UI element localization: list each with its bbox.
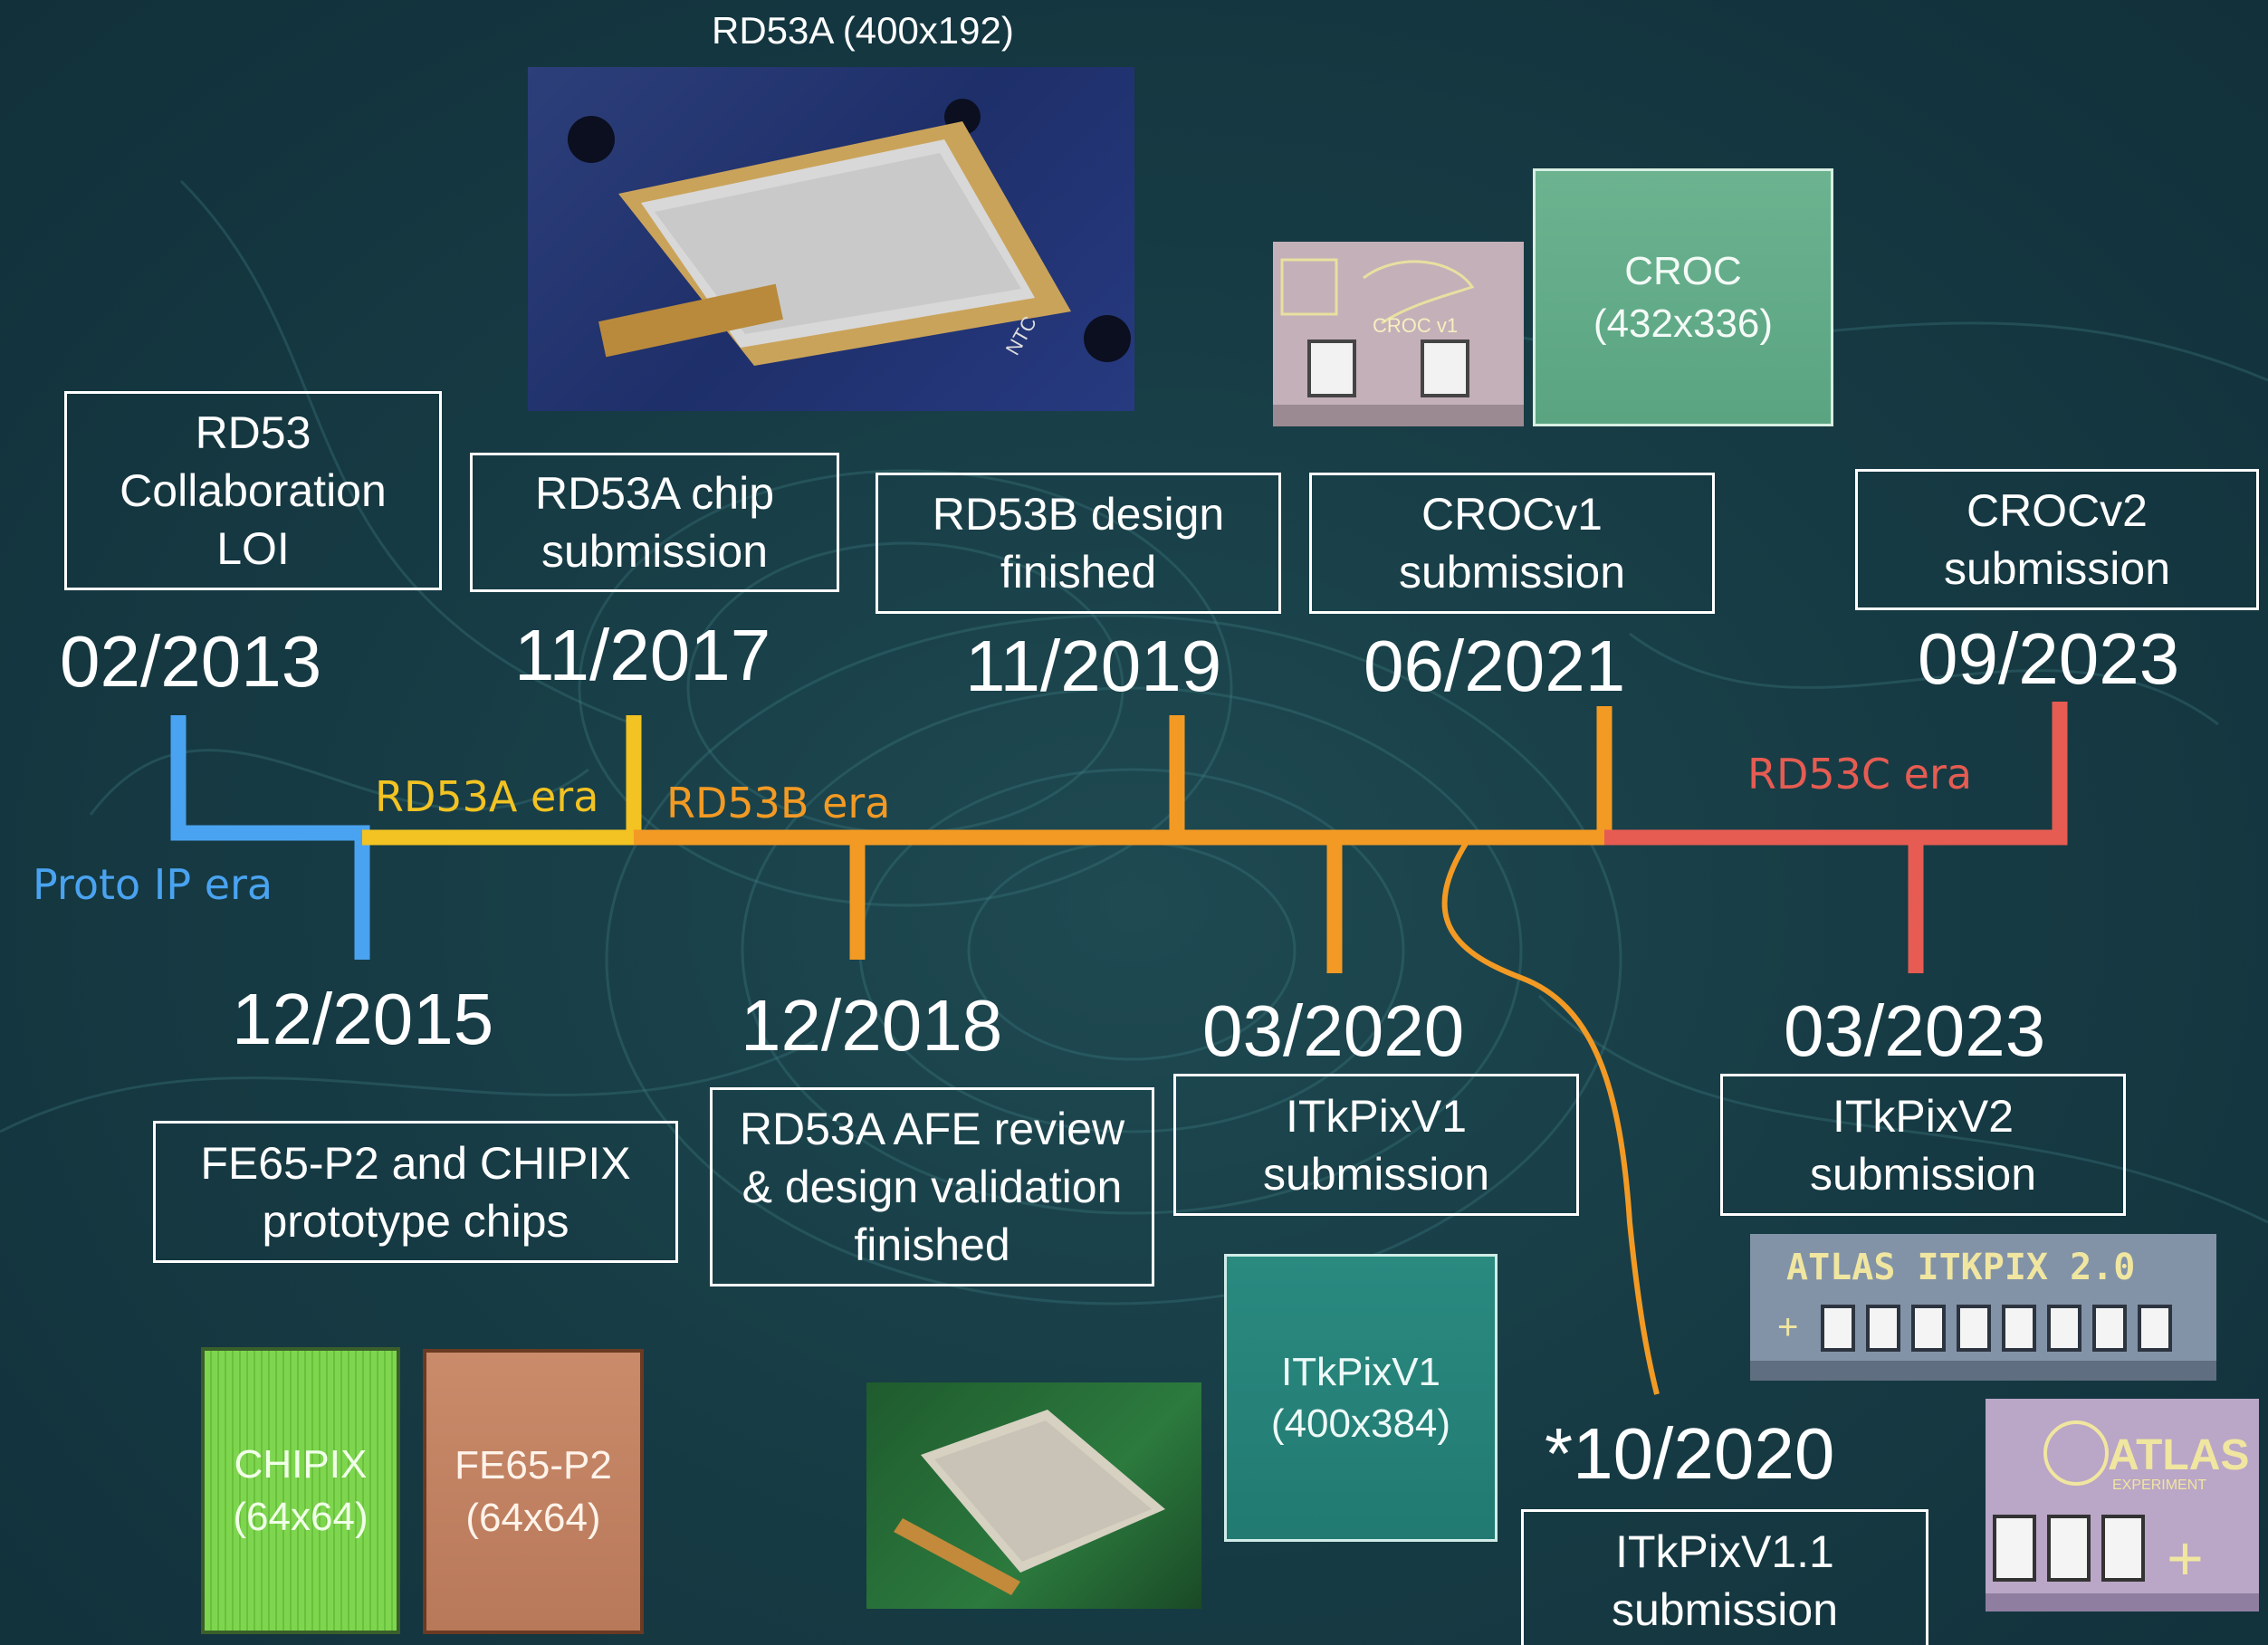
- date-03-2023: 03/2023: [1784, 990, 2045, 1073]
- atlas-die-photo: ATLAS EXPERIMENT +: [1986, 1399, 2259, 1612]
- date-11-2019: 11/2019: [965, 625, 1221, 708]
- box-rd53-loi: RD53 Collaboration LOI: [64, 391, 442, 590]
- rd53a-chip-photo: NTC: [528, 67, 1134, 411]
- fe65-die: FE65-P2 (64x64): [423, 1349, 644, 1634]
- itkpixv2-die-photo: + ATLAS ITKPIX 2.0: [1750, 1234, 2216, 1381]
- atlas-experiment-text: EXPERIMENT: [2112, 1478, 2206, 1493]
- itkpixv1-chip-photo: [866, 1382, 1201, 1609]
- box-rd53b-design: RD53B design finished: [876, 473, 1281, 614]
- itkpixv1-die: ITkPixV1 (400x384): [1224, 1254, 1498, 1542]
- era-label-rd53a: RD53A era: [375, 772, 598, 821]
- atlas-itkpix2-marking: ATLAS ITKPIX 2.0: [1786, 1247, 2135, 1288]
- svg-text:+: +: [2167, 1523, 2204, 1593]
- proto-ip-segment: [178, 715, 362, 960]
- box-fe65-chipix: FE65-P2 and CHIPIX prototype chips: [153, 1121, 678, 1263]
- date-02-2013: 02/2013: [60, 620, 321, 703]
- box-rd53a-afe-review: RD53A AFE review & design validation fin…: [710, 1087, 1154, 1286]
- box-itkpixv1-1-submission: ITkPixV1.1 submission: [1521, 1509, 1928, 1645]
- box-rd53a-submission: RD53A chip submission: [470, 453, 839, 592]
- rd53a-caption: RD53A (400x192): [712, 9, 1014, 53]
- atlas-logo-text: ATLAS: [2108, 1431, 2249, 1479]
- date-10-2020: *10/2020: [1545, 1412, 1834, 1496]
- date-12-2015: 12/2015: [232, 978, 493, 1061]
- date-09-2023: 09/2023: [1918, 617, 2179, 701]
- chipix-die: CHIPIX (64x64): [201, 1347, 400, 1634]
- box-crocv1-submission: CROCv1 submission: [1309, 473, 1715, 614]
- box-itkpixv1-submission: ITkPixV1 submission: [1173, 1074, 1579, 1216]
- crocv1-marking: CROC v1: [1373, 314, 1458, 337]
- date-11-2017: 11/2017: [514, 614, 770, 697]
- date-06-2021: 06/2021: [1364, 625, 1625, 708]
- date-12-2018: 12/2018: [741, 984, 1002, 1067]
- svg-text:+: +: [1777, 1307, 1798, 1347]
- date-03-2020: 03/2020: [1202, 990, 1464, 1073]
- croc-die: CROC (432x336): [1533, 168, 1833, 426]
- box-crocv2-submission: CROCv2 submission: [1855, 469, 2259, 610]
- era-label-rd53b: RD53B era: [666, 779, 891, 827]
- box-itkpixv2-submission: ITkPixV2 submission: [1720, 1074, 2126, 1216]
- crocv1-die-photo: CROC v1: [1273, 242, 1524, 426]
- era-label-proto-ip: Proto IP era: [33, 860, 273, 909]
- era-label-rd53c: RD53C era: [1747, 750, 1972, 799]
